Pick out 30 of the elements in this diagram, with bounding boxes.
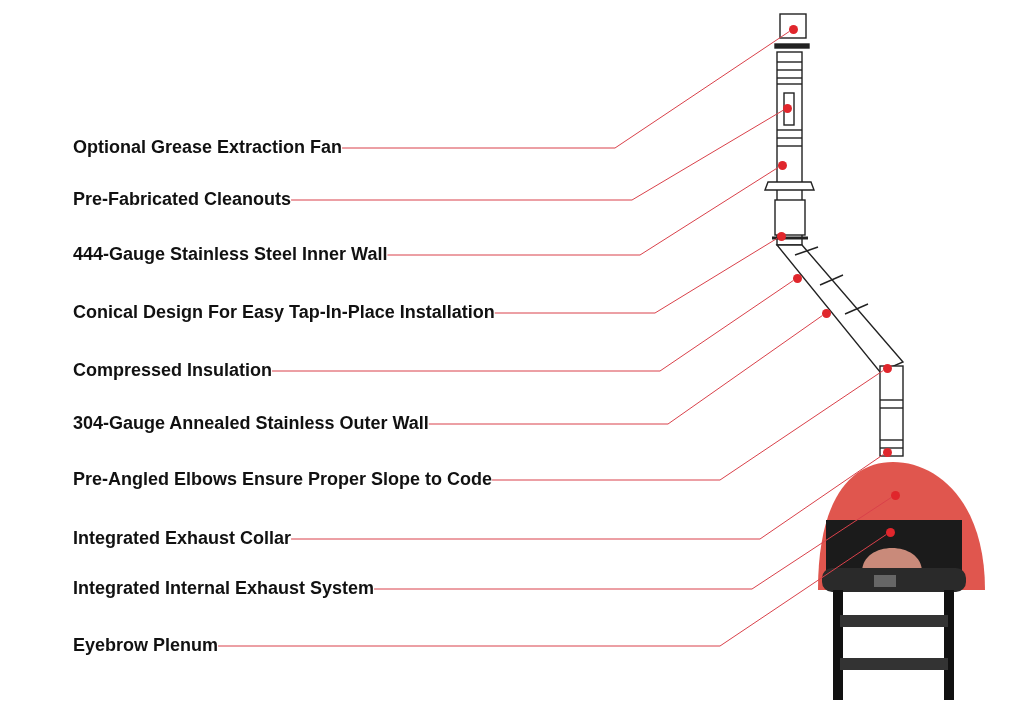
callout-label: Pre-Fabricated Cleanouts (73, 188, 292, 210)
callout-label: Compressed Insulation (73, 359, 273, 381)
callout-dot (782, 103, 792, 113)
callout-dot (821, 308, 831, 318)
leader-line (373, 496, 892, 590)
callout-label: 444-Gauge Stainless Steel Inner Wall (73, 243, 388, 265)
callout-dot (885, 527, 895, 537)
callout-dot (776, 231, 786, 241)
leader-line (217, 534, 887, 647)
leader-line (494, 237, 778, 314)
callout-dot (777, 160, 787, 170)
leader-line (341, 31, 790, 149)
callout-dot (890, 490, 900, 500)
leader-line (386, 166, 779, 256)
callout-dot (882, 447, 892, 457)
callout-label: Integrated Exhaust Collar (73, 527, 292, 549)
callout-label: 304-Gauge Annealed Stainless Outer Wall (73, 412, 429, 434)
callout-dot (788, 24, 798, 34)
callout-dot (792, 273, 802, 283)
leader-line (271, 280, 794, 372)
leader-line (290, 454, 884, 540)
callout-label: Conical Design For Easy Tap-In-Place Installation (73, 301, 495, 323)
leader-line (290, 109, 784, 201)
callout-label: Pre-Angled Elbows Ensure Proper Slope to Code (73, 468, 493, 490)
leader-line (428, 315, 823, 425)
callout-label: Eyebrow Plenum (73, 634, 219, 656)
callout-label: Optional Grease Extraction Fan (73, 136, 343, 158)
callout-label: Integrated Internal Exhaust System (73, 577, 375, 599)
callout-dot (882, 363, 892, 373)
leader-line (491, 370, 884, 481)
